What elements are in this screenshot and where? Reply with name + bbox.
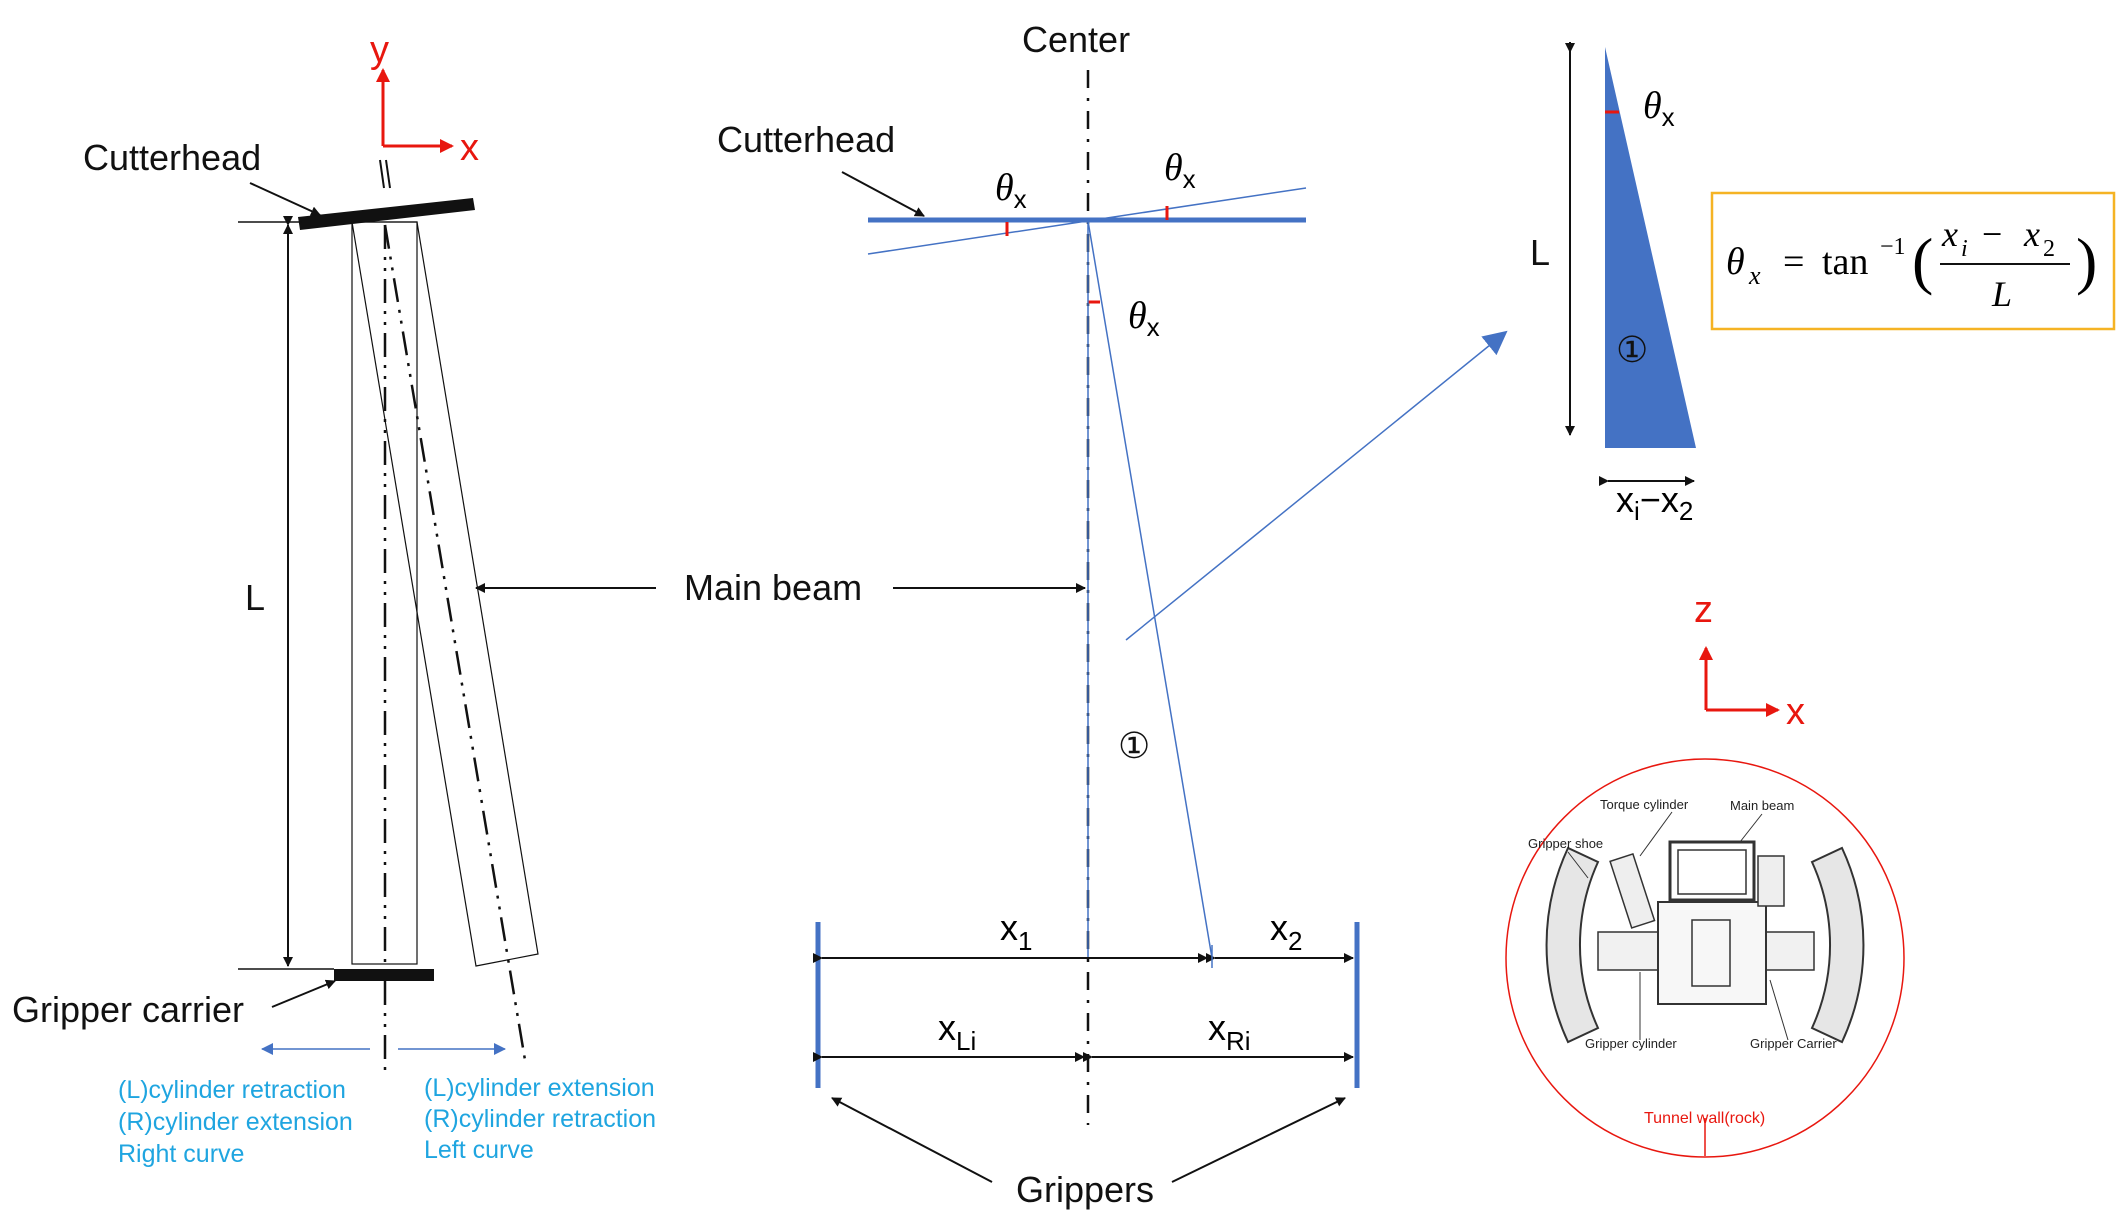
- gripper-carrier-body: [1657, 901, 1767, 1005]
- formula-paren-close: ): [2076, 225, 2097, 296]
- section-axis-x-label: x: [1786, 691, 1805, 733]
- left-top-tick: [379, 159, 385, 189]
- center-beam-tilted: [1087, 220, 1213, 959]
- section-main-beam-label: Main beam: [1730, 798, 1794, 813]
- gripper-shoe-label: Gripper shoe: [1528, 836, 1603, 851]
- triangle-length-label: L: [1530, 232, 1550, 273]
- center-cutterhead-tilted: [867, 187, 1307, 255]
- left-curve-line-3: Left curve: [424, 1136, 534, 1164]
- right-curve-line-2: (R)cylinder extension: [118, 1108, 353, 1136]
- left-centerline-tilted: [383, 224, 527, 1061]
- center-panel: Center Cutterhead θx θx θx ① Main beam: [475, 19, 1508, 1210]
- theta-label-beam: θx: [1128, 295, 1160, 342]
- left-gripper-carrier-bar: [334, 969, 434, 981]
- formula-superscript: −1: [1880, 234, 1906, 260]
- torque-cylinder-label: Torque cylinder: [1600, 797, 1689, 812]
- gripper-carrier-label: Gripper Carrier: [1750, 1036, 1837, 1051]
- left-gripper-carrier-label: Gripper carrier: [12, 989, 244, 1030]
- angle-triangle: [1605, 47, 1696, 448]
- tunnel-wall-circle: [1505, 758, 1905, 1158]
- formula-num-sub1: i: [1961, 236, 1968, 262]
- left-curve-line-1: (L)cylinder extension: [424, 1074, 655, 1102]
- gripper-cylinder-label: Gripper cylinder: [1585, 1036, 1677, 1051]
- main-beam-label: Main beam: [684, 567, 862, 608]
- formula-box: [1710, 191, 2116, 331]
- formula-function: tan: [1822, 241, 1868, 283]
- left-cutterhead-label: Cutterhead: [83, 137, 261, 178]
- tunnel-wall-label: Tunnel wall(rock): [1644, 1110, 1765, 1127]
- section-axis-icon: [1699, 646, 1780, 717]
- triangle-base-label: xi−x2: [1616, 479, 1693, 526]
- right-curve-line-1: (L)cylinder retraction: [118, 1076, 346, 1104]
- zoom-arrow: [1125, 330, 1508, 641]
- center-cutterhead-label: Cutterhead: [717, 119, 895, 160]
- grippers-pointer-right: [1171, 1097, 1346, 1183]
- left-cutterhead-bar: [298, 198, 475, 230]
- center-triangle-number: ①: [1118, 725, 1150, 766]
- left-axis-y-label: y: [370, 29, 389, 71]
- left-axis-icon: [376, 68, 454, 153]
- right-curve-line-3: Right curve: [118, 1140, 244, 1168]
- left-cutterhead-pointer: [249, 182, 321, 216]
- triangle-number: ①: [1616, 329, 1648, 370]
- left-main-beam-tilted: [351, 221, 539, 967]
- left-panel: y x Cutterhead L Gripper carrier (L)cyli…: [12, 29, 656, 1168]
- center-cutterhead-pointer: [841, 171, 925, 217]
- right-gripper-shoe: [1810, 846, 1865, 1044]
- theta-label-left: θx: [995, 167, 1027, 214]
- xRi-label: xRi: [1208, 1007, 1251, 1056]
- formula-lhs: θ: [1726, 241, 1745, 283]
- left-curve-line-2: (R)cylinder retraction: [424, 1105, 656, 1133]
- grippers-pointer-left: [831, 1097, 993, 1183]
- formula-num-minus: −: [1982, 214, 2002, 254]
- section-axis-z-label: z: [1694, 589, 1713, 631]
- xLi-label: xLi: [938, 1007, 976, 1056]
- center-label: Center: [1022, 19, 1130, 60]
- formula-num-x2: x: [2023, 214, 2040, 254]
- left-gripper-shoe: [1545, 846, 1600, 1044]
- formula-num-sub2: 2: [2043, 236, 2055, 262]
- grippers-label: Grippers: [1016, 1169, 1154, 1210]
- theta-label-right: θx: [1164, 147, 1196, 194]
- formula-num-x: x: [1941, 214, 1958, 254]
- x2-label: x2: [1270, 907, 1302, 956]
- left-gripper-carrier-pointer: [271, 979, 336, 1008]
- torque-cylinder: [1609, 853, 1656, 929]
- left-axis-x-label: x: [460, 127, 479, 169]
- section-main-beam: [1668, 840, 1756, 902]
- x1-label: x1: [1000, 907, 1032, 956]
- formula: θ x = tan −1 ( x i − x 2 L ): [1726, 214, 2097, 314]
- formula-equals: =: [1783, 241, 1804, 283]
- formula-lhs-sub: x: [1748, 261, 1761, 290]
- formula-paren-open: (: [1912, 225, 1933, 296]
- triangle-panel: L θx ① xi−x2 θ x = tan −1 ( x i − x 2 L …: [1530, 42, 2116, 526]
- formula-denominator: L: [1991, 274, 2012, 314]
- section-panel: z x Torque cylinder Main beam Gripper sh…: [1505, 589, 1905, 1158]
- triangle-theta-label: θx: [1643, 85, 1675, 132]
- left-length-label: L: [245, 577, 265, 618]
